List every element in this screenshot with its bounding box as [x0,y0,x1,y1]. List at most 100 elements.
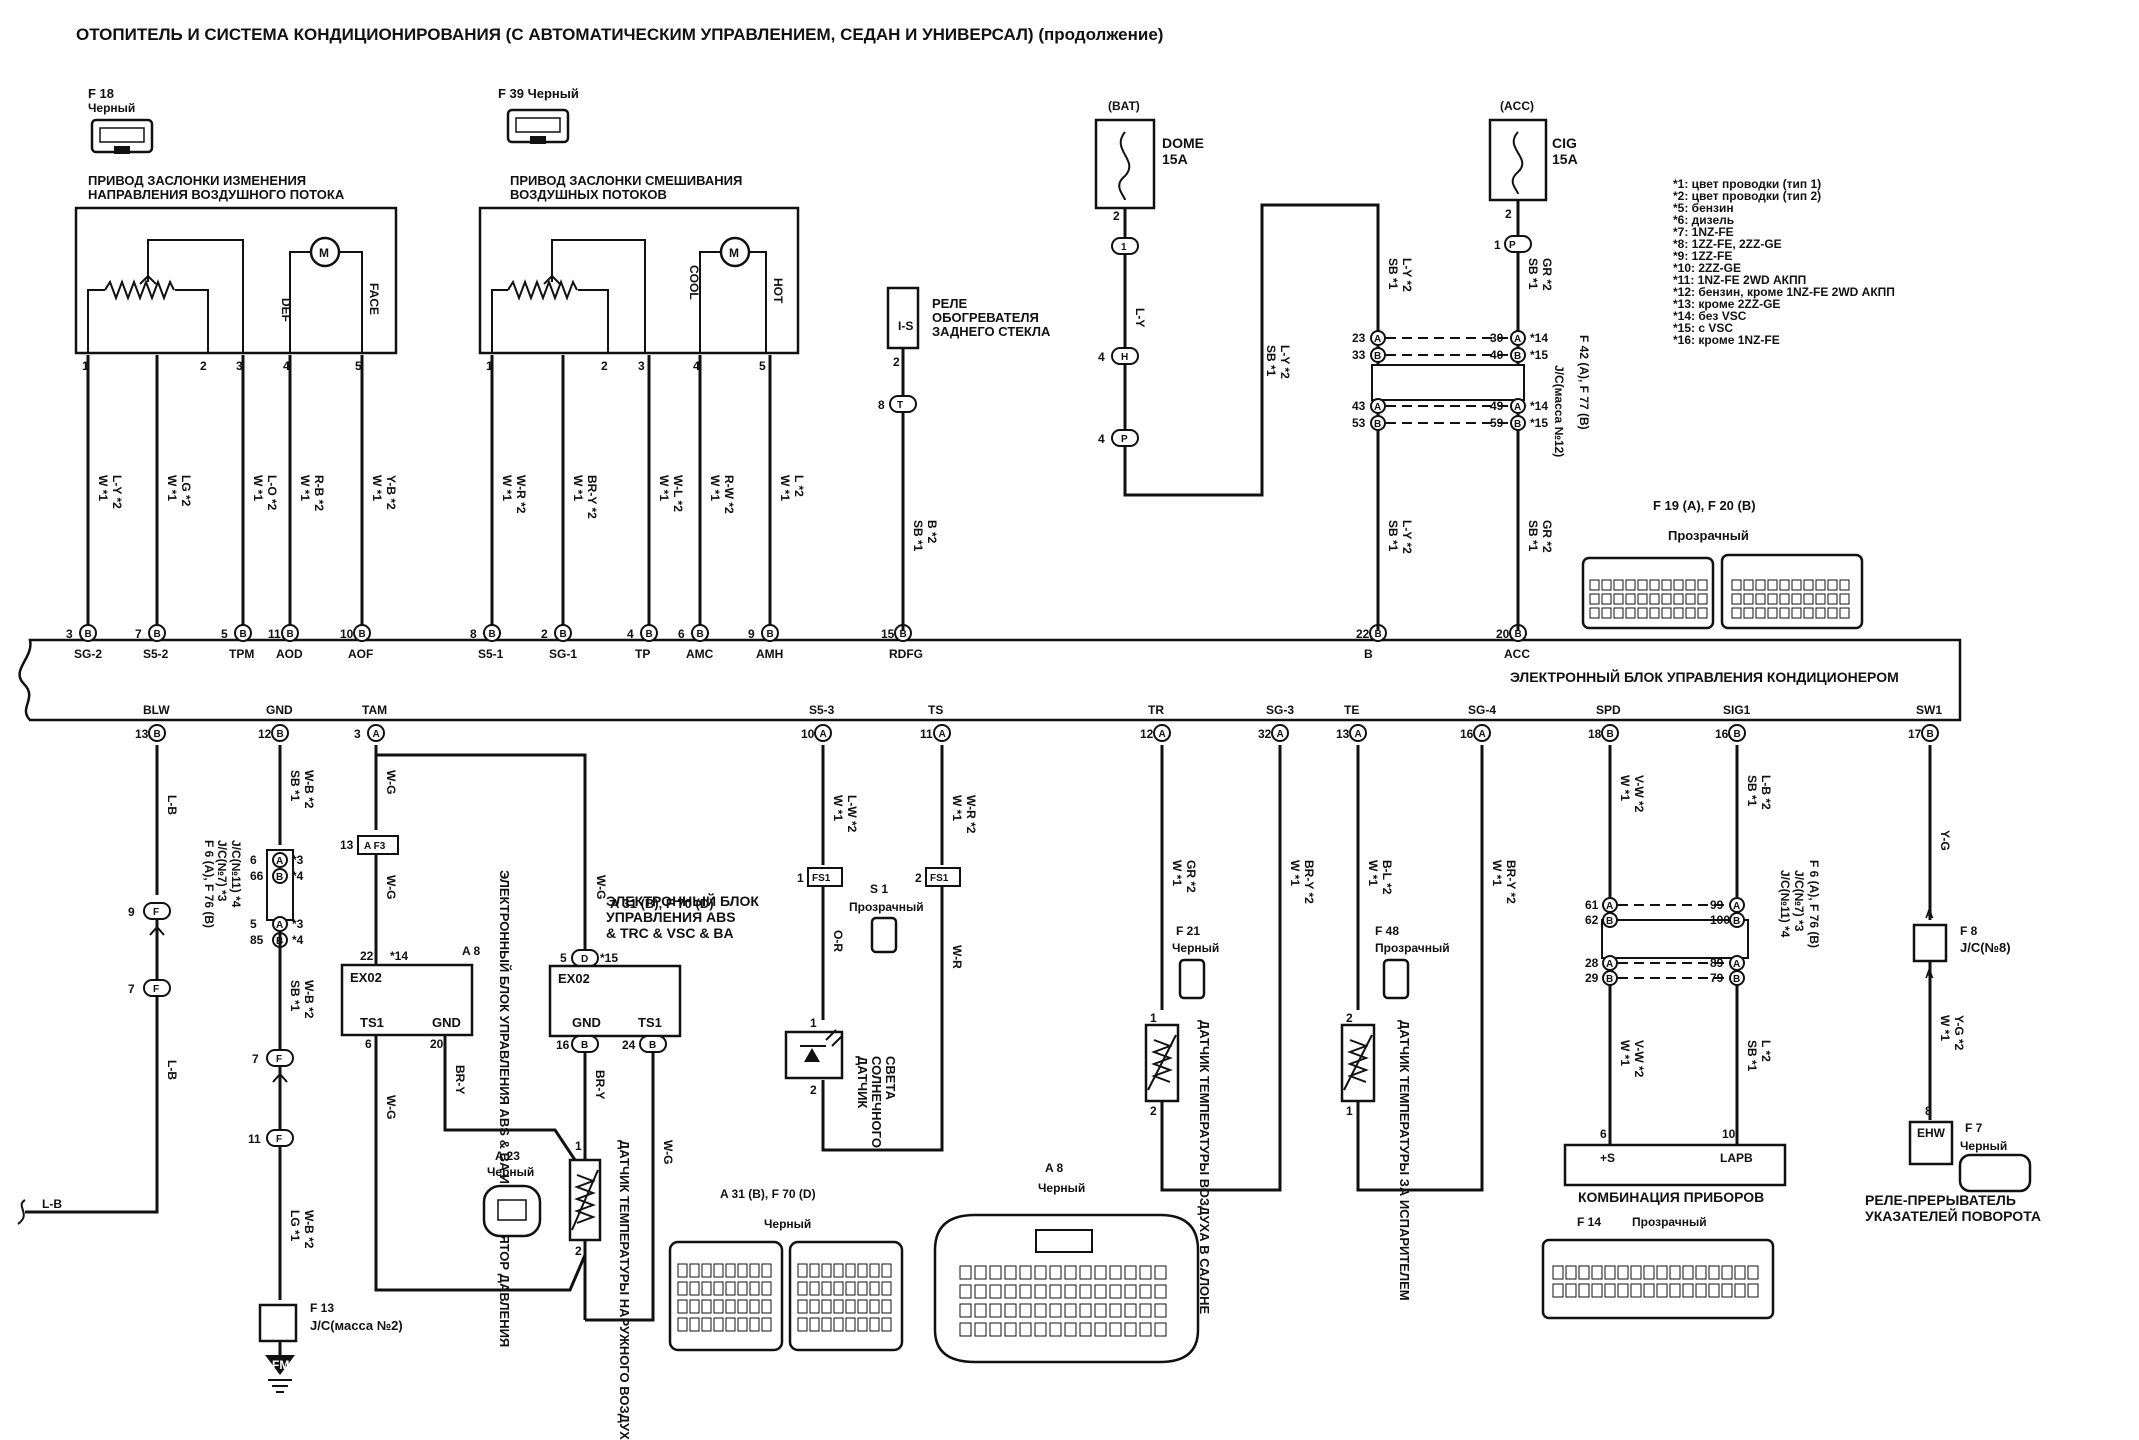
svg-text:B: B [1514,419,1521,430]
svg-text:L-B: L-B [165,795,179,815]
svg-text:*15: *15 [1530,348,1548,362]
cig-fuse-amp: 15A [1552,151,1578,167]
ecu-top-pin-name: TPM [229,647,254,661]
wire-color-2: B *2 [925,520,939,544]
svg-text:A: A [1514,334,1521,345]
svg-text:A: A [373,729,380,740]
svg-text:BR-Y: BR-Y [593,1070,607,1099]
svg-text:V-W *2: V-W *2 [1632,1040,1646,1078]
svg-text:B: B [154,729,161,740]
svg-text:A: A [939,729,946,740]
ground-jc-label: J/C(масса №2) [310,1318,403,1333]
svg-text:O-R: O-R [831,930,845,952]
svg-text:L-W *2: L-W *2 [845,795,859,833]
svg-text:B: B [1374,419,1381,430]
svg-text:B: B [85,629,92,640]
svg-text:S 1: S 1 [870,882,888,896]
jc8-label: J/C(№8) [1960,940,2011,955]
combination-meter-box [1563,1143,1787,1187]
svg-text:J/C(№11) *4: J/C(№11) *4 [1778,870,1792,938]
svg-text:7: 7 [252,1052,259,1066]
svg-text:A: A [1355,729,1362,740]
svg-text:28: 28 [1585,956,1599,970]
svg-text:GND: GND [432,1015,461,1030]
svg-text:EX02: EX02 [558,971,590,986]
svg-text:J/C(№7) *3: J/C(№7) *3 [1792,870,1806,932]
wire-color-1: W *1 [251,475,265,501]
solar-connector-icon [870,916,898,954]
svg-text:SB *1: SB *1 [1386,258,1400,290]
svg-text:Черный: Черный [1960,1139,2007,1153]
svg-text:89: 89 [1710,956,1724,970]
servo1-connector-id: F 18 [88,86,114,101]
ecu-top-pin-num: 4 [627,627,634,641]
cabin-temp-sensor-circuit: W *1 GR *2 W *1 BR-Y *2 F 21 Черный 1 2 … [1144,745,1316,1314]
svg-text:M: M [729,246,739,260]
cabin-sensor-label: ДАТЧИК ТЕМПЕРАТУРЫ ВОЗДУХА В САЛОНЕ [1197,1020,1212,1314]
wire-color-2: W-L *2 [671,475,685,512]
ecu-top-pin-num: 22 [1356,627,1370,641]
servo2-cool-label: COOL [687,265,701,300]
servo2-hot-label: HOT [771,278,785,304]
svg-text:P: P [1121,434,1128,445]
svg-text:F 6 (A), F 76 (B): F 6 (A), F 76 (B) [1807,860,1821,948]
svg-text:W *1: W *1 [1170,860,1184,886]
solar-sensor-element [784,1030,844,1080]
svg-text:B: B [1375,629,1382,640]
svg-text:W-G: W-G [384,875,398,899]
ecu-top-pin-num: 11 [268,627,281,641]
svg-text:62: 62 [1585,913,1599,927]
ecu-bottom-pin-num: 17 [1908,727,1922,741]
svg-text:W *1: W *1 [1618,1040,1632,1066]
svg-text:SB *1: SB *1 [288,770,302,802]
servo1-face-label: FACE [367,283,381,315]
svg-text:Y-G: Y-G [1938,830,1952,851]
svg-text:SB *1: SB *1 [1264,345,1278,377]
svg-text:33: 33 [1352,348,1366,362]
svg-text:A 31 (B), F 70 (D): A 31 (B), F 70 (D) [610,896,714,911]
ecu-bottom-pin-name: BLW [143,703,170,717]
ecu-top-pin-num: 3 [66,627,73,641]
svg-text:W *1: W *1 [1366,860,1380,886]
svg-text:B: B [287,629,294,640]
servo1-body [74,206,398,355]
jc-top-connectors: F 42 (A), F 77 (B) [1577,335,1591,430]
svg-text:11: 11 [248,1132,261,1146]
relay-jc-pin: 8 [878,398,885,412]
svg-text:*4: *4 [292,933,304,947]
svg-text:24: 24 [622,1038,636,1052]
ecu-top-pin-name: S5-2 [143,647,169,661]
ecu-bottom-pin-num: 18 [1588,727,1602,741]
svg-text:B: B [581,1040,588,1051]
servo2-title-line2: ВОЗДУШНЫХ ПОТОКОВ [510,187,667,202]
blower-circuit: L-B F 9 F 7 L-B L-B [17,745,179,1225]
ecu-top-pin-name: ACC [1504,647,1530,661]
svg-text:B: B [276,872,283,883]
svg-text:A: A [1606,901,1613,912]
wire-color-1: W *1 [571,475,585,501]
ecu-connectors-f19-f20: F 19 (A), F 20 (B) Прозрачный [1581,498,1864,630]
svg-text:СВЕТА: СВЕТА [883,1056,898,1101]
ecu-top-pin-name: AOD [276,647,303,661]
svg-text:*14: *14 [390,949,408,963]
svg-text:T: T [897,400,903,411]
svg-text:6: 6 [365,1037,372,1051]
ecu-bottom-pin-name: SG-3 [1266,703,1294,717]
ecu-top-pin-num: 10 [340,627,354,641]
svg-text:B: B [1514,351,1521,362]
